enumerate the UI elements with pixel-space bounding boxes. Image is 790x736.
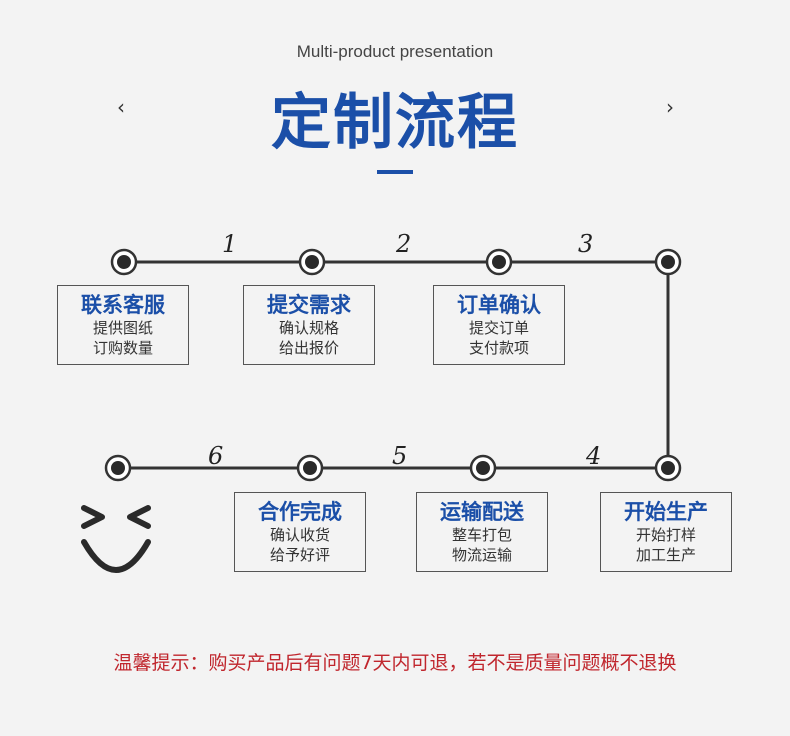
step-detail: 给出报价 (278, 339, 339, 357)
flow-nodes (104, 248, 682, 482)
flow-node (485, 248, 513, 276)
step-title: 运输配送 (440, 500, 524, 524)
step-card: 合作完成 确认收货 给予好评 (234, 492, 366, 572)
step-card: 运输配送 整车打包 物流运输 (416, 492, 548, 572)
step-number: 4 (586, 442, 602, 470)
step-detail: 整车打包 (451, 526, 512, 544)
step-card: 订单确认 提交订单 支付款项 (433, 285, 565, 365)
flow-node (104, 454, 132, 482)
step-detail: 支付款项 (468, 339, 529, 357)
step-title: 开始生产 (624, 500, 708, 524)
step-detail: 提交订单 (468, 319, 529, 337)
step-number: 2 (396, 230, 412, 258)
step-detail: 确认收货 (269, 526, 330, 544)
step-detail: 加工生产 (635, 546, 696, 564)
step-title: 合作完成 (258, 500, 342, 524)
step-card: 联系客服 提供图纸 订购数量 (57, 285, 189, 365)
page-subtitle: Multi-product presentation (296, 42, 494, 61)
title-underline (377, 170, 413, 174)
step-detail: 给予好评 (269, 546, 330, 564)
step-number: 5 (392, 442, 408, 470)
step-detail: 物流运输 (451, 546, 512, 564)
step-number: 6 (208, 442, 224, 470)
step-card: 提交需求 确认规格 给出报价 (243, 285, 375, 365)
step-number: 1 (222, 230, 238, 258)
flow-node (654, 454, 682, 482)
flow-node (469, 454, 497, 482)
step-detail: 订购数量 (92, 339, 153, 357)
page-title: 定制流程 (271, 88, 519, 158)
chevron-right-icon[interactable]: › (666, 95, 674, 119)
step-detail: 提供图纸 (92, 319, 153, 337)
step-detail: 确认规格 (278, 319, 339, 337)
step-number: 3 (578, 230, 594, 258)
step-title: 订单确认 (457, 293, 541, 317)
step-detail: 开始打样 (635, 526, 696, 544)
flow-node (110, 248, 138, 276)
chevron-left-icon[interactable]: ‹ (117, 95, 125, 119)
step-title: 提交需求 (267, 293, 351, 317)
flow-node (654, 248, 682, 276)
laughing-face-icon (81, 505, 151, 573)
step-card: 开始生产 开始打样 加工生产 (600, 492, 732, 572)
flow-node (296, 454, 324, 482)
step-title: 联系客服 (81, 293, 165, 317)
flow-node (298, 248, 326, 276)
purchase-notice: 温馨提示：购买产品后有问题7天内可退，若不是质量问题概不退换 (113, 652, 677, 674)
